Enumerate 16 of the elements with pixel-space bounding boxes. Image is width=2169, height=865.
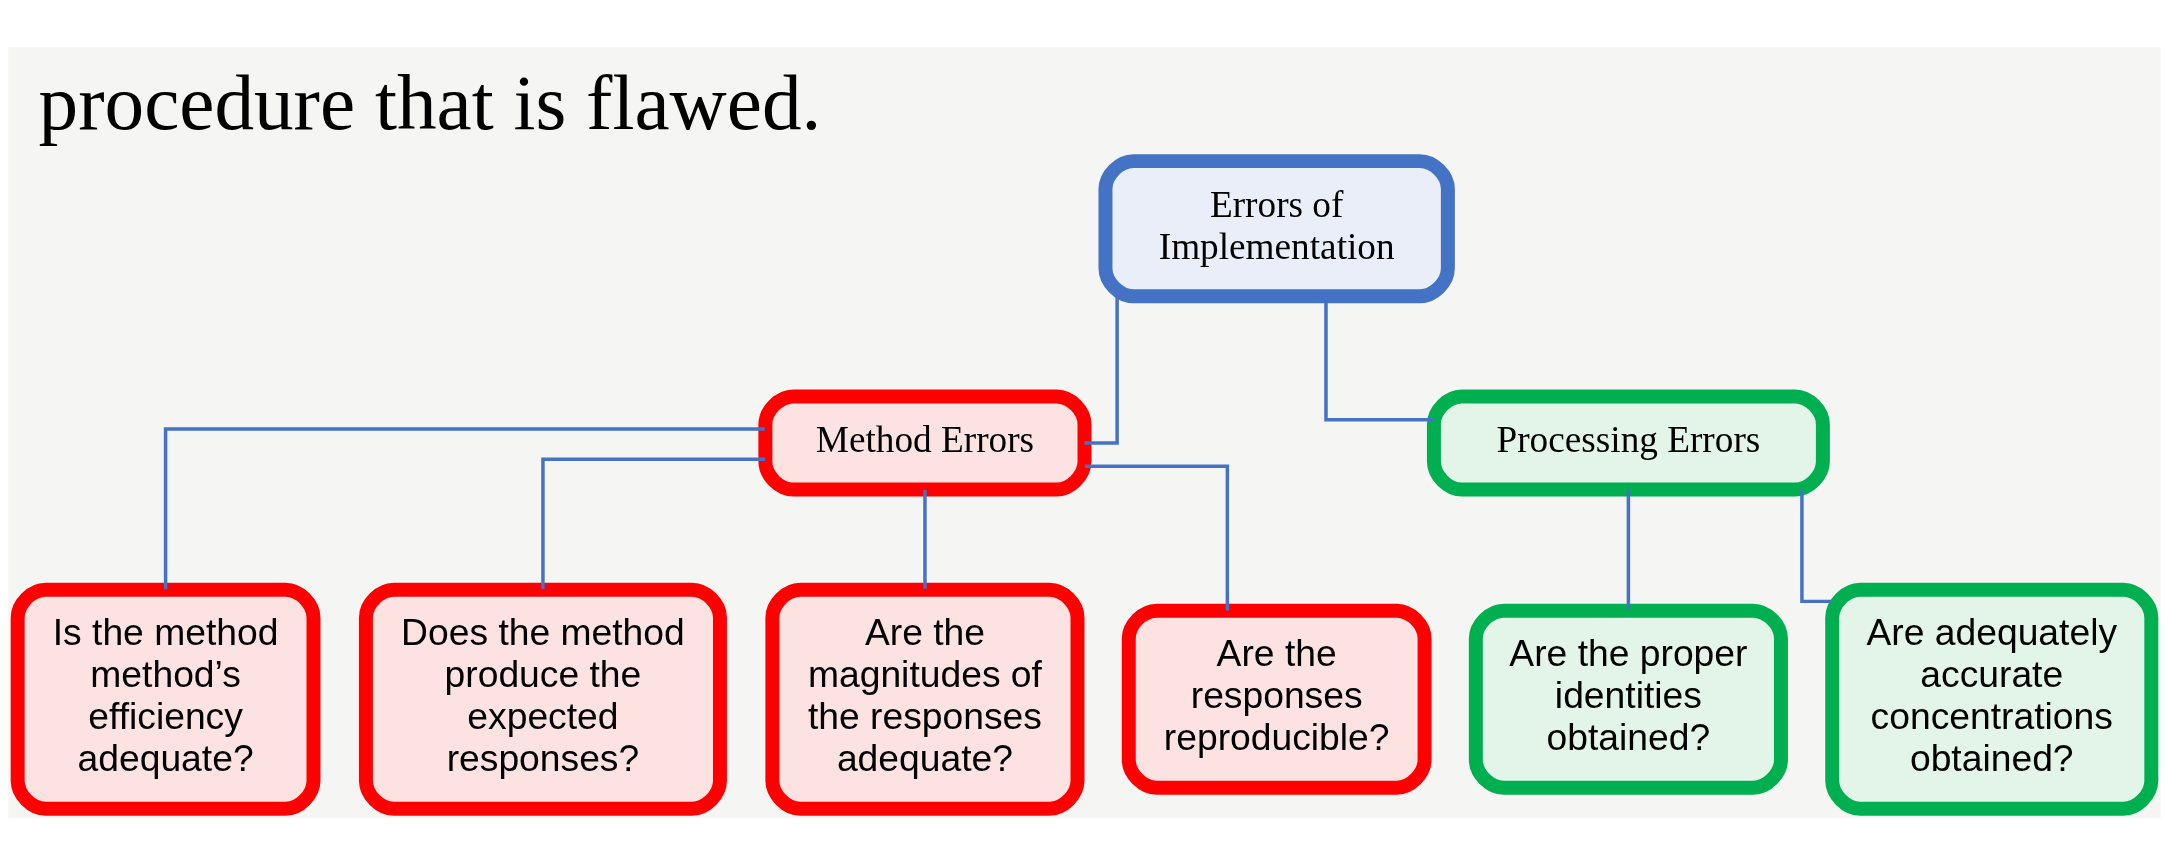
connector (163, 427, 765, 590)
connector (1084, 296, 1119, 445)
connector (541, 457, 766, 590)
node-box: Errors of Implementation (1098, 154, 1455, 304)
connector (923, 490, 927, 589)
node-box: Are the magnitudes of the responses adequate? (765, 582, 1085, 816)
diagram-title: procedure that is flawed. (38, 57, 822, 146)
node-box: Are adequately accurate concentrations obtained? (1825, 582, 2159, 816)
node-box: Method Errors (758, 389, 1092, 497)
node-box: Processing Errors (1426, 389, 1830, 497)
connector (1085, 464, 1230, 611)
node-box: Are the responses reproducible? (1121, 603, 1432, 795)
node-box: Does the method produce the expected responses? (358, 582, 727, 816)
connector (1626, 490, 1631, 610)
node-box: Are the proper identities obtained? (1468, 603, 1788, 795)
node-box: Is the method method’s efficiency adequate? (10, 582, 321, 816)
